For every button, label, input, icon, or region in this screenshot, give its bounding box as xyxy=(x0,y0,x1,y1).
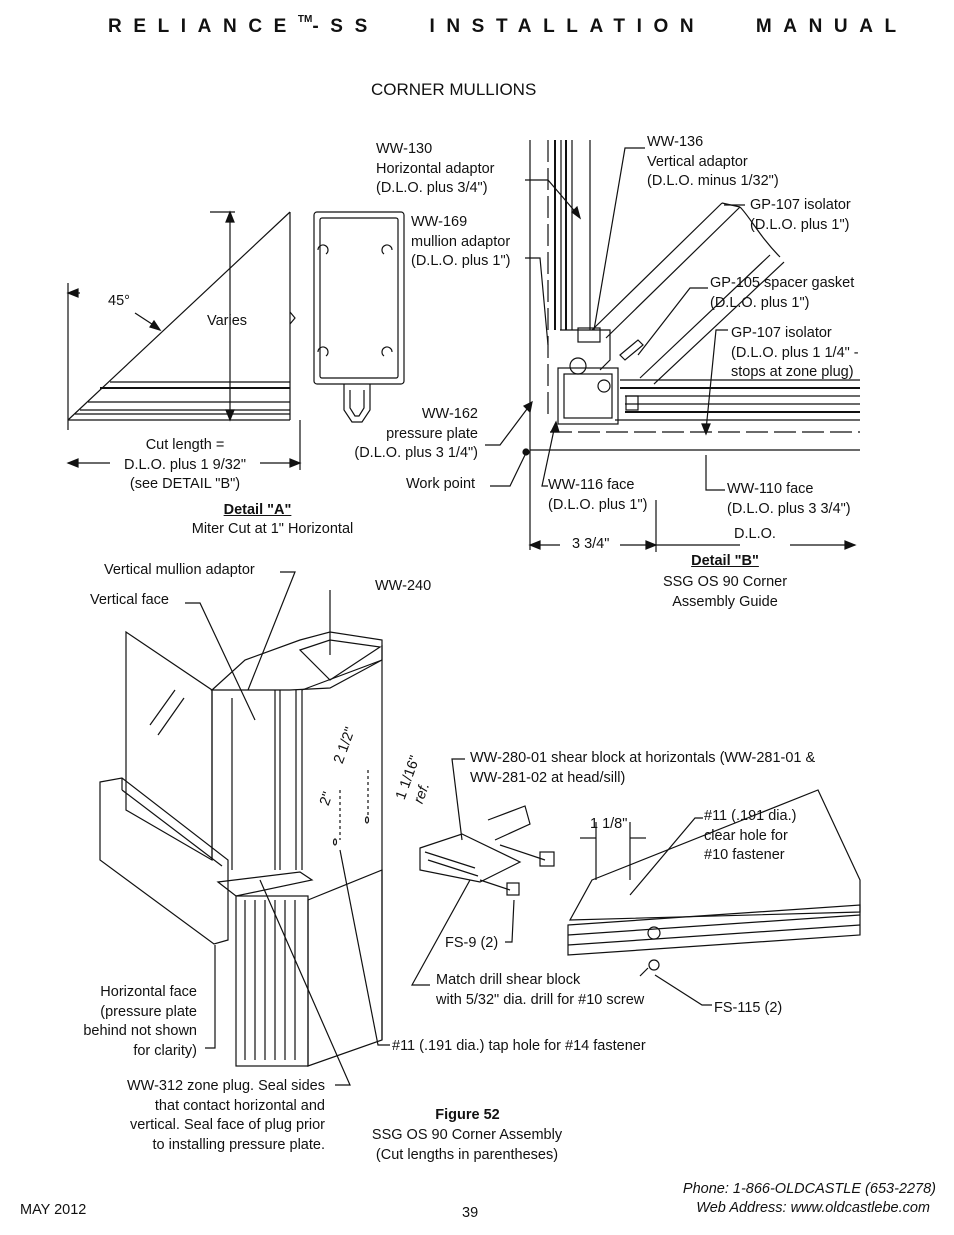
ww116-line-1: WW-116 face xyxy=(548,477,635,493)
dlo-label: D.L.O. xyxy=(734,526,776,542)
ww130-label: WW-130 Horizontal adaptor (D.L.O. plus 3… xyxy=(376,140,495,199)
zone-plug-line-2: that contact horizontal and xyxy=(154,1097,325,1114)
detail-b-subtitle-1: SSG OS 90 Corner xyxy=(662,574,788,590)
figure-caption-title: Figure 52 xyxy=(435,1107,500,1123)
clear-hole-line-1: #11 (.191 dia.) xyxy=(704,808,797,824)
ww130-line-2: Horizontal adaptor xyxy=(376,160,495,177)
detail-a-title: Detail "A" xyxy=(223,502,292,518)
fs9-label: FS-9 (2) xyxy=(445,935,499,951)
detail-b-subtitle: SSG OS 90 Corner Assembly Guide xyxy=(640,573,810,612)
horizontal-face-line-1: Horizontal face xyxy=(100,984,197,1000)
vertical-face-label: Vertical face xyxy=(90,592,169,608)
detail-a-subtitle: Miter Cut at 1" Horizontal xyxy=(191,521,354,537)
horizontal-face-line-3: behind not shown xyxy=(83,1023,197,1039)
footer-date: MAY 2012 xyxy=(20,1202,87,1218)
ww280-label: WW-280-01 shear block at horizontals (WW… xyxy=(470,749,815,788)
figure-52-drawing xyxy=(99,571,861,1086)
horizontal-face-line-4: for clarity) xyxy=(133,1042,197,1059)
trademark-mark: TM xyxy=(297,14,313,25)
ww169-line-1: WW-169 xyxy=(411,214,468,230)
ww130-line-1: WW-130 xyxy=(376,141,433,157)
work-point-label: Work point xyxy=(406,476,476,492)
ww136-label: WW-136 Vertical adaptor (D.L.O. minus 1/… xyxy=(647,133,779,192)
figure-caption: SSG OS 90 Corner Assembly (Cut lengths i… xyxy=(352,1126,582,1165)
ww162-line-1: WW-162 xyxy=(421,406,478,422)
figure-caption-line-1: SSG OS 90 Corner Assembly xyxy=(371,1127,563,1143)
tap-hole-label: #11 (.191 dia.) tap hole for #14 fastene… xyxy=(392,1038,646,1054)
horizontal-face-line-2: (pressure plate xyxy=(100,1003,197,1020)
ww136-line-2: Vertical adaptor xyxy=(647,153,748,170)
varies-label: Varies xyxy=(207,313,248,329)
ww110-label: WW-110 face (D.L.O. plus 3 3/4") xyxy=(727,480,851,519)
gp107b-line-3: stops at zone plug) xyxy=(731,364,854,380)
dim-3-3-4: 3 3/4" xyxy=(572,536,610,552)
clear-hole-line-3: #10 fastener xyxy=(704,847,785,863)
gp105-line-1: GP-105 spacer gasket xyxy=(710,275,855,291)
gp107a-line-1: GP-107 isolator xyxy=(750,197,851,213)
zone-plug-line-1: WW-312 zone plug. Seal sides xyxy=(126,1078,325,1094)
detail-b-drawing xyxy=(485,140,860,552)
figure-caption-line-2: (Cut lengths in parentheses) xyxy=(375,1146,559,1163)
section-title: CORNER MULLIONS xyxy=(371,80,537,99)
ww162-line-2: pressure plate xyxy=(386,425,478,442)
match-drill-line-1: Match drill shear block xyxy=(436,972,581,988)
ww280-line-1: WW-280-01 shear block at horizontals (WW… xyxy=(470,750,816,766)
page-number: 39 xyxy=(462,1205,479,1221)
detail-b-subtitle-2: Assembly Guide xyxy=(672,593,778,610)
dim-1-1-8: 1 1/8" xyxy=(590,816,628,832)
gp105-label: GP-105 spacer gasket (D.L.O. plus 1") xyxy=(710,274,854,313)
cut-length-label: Cut length = D.L.O. plus 1 9/32" (see DE… xyxy=(110,436,260,495)
header-brand: RELIANCE xyxy=(108,16,298,37)
cut-length-line-3: (see DETAIL "B") xyxy=(129,476,241,492)
ww116-label: WW-116 face (D.L.O. plus 1") xyxy=(548,476,647,515)
ww240-label: WW-240 xyxy=(375,578,432,594)
gp107-isolator-label: GP-107 isolator (D.L.O. plus 1") xyxy=(750,196,851,235)
ww130-line-3: (D.L.O. plus 3/4") xyxy=(376,180,488,196)
gp107a-line-2: (D.L.O. plus 1") xyxy=(750,216,850,233)
clear-hole-line-2: clear hole for xyxy=(704,827,788,844)
zone-plug-line-4: to installing pressure plate. xyxy=(152,1136,326,1153)
match-drill-line-2: with 5/32" dia. drill for #10 screw xyxy=(436,991,645,1008)
ww110-line-2: (D.L.O. plus 3 3/4") xyxy=(727,500,851,517)
gp107b-line-2: (D.L.O. plus 1 1/4" - xyxy=(731,344,859,361)
ww169-label: WW-169 mullion adaptor (D.L.O. plus 1") xyxy=(411,213,510,272)
horizontal-face-label: Horizontal face (pressure plate behind n… xyxy=(40,983,197,1061)
clear-hole-label: #11 (.191 dia.) clear hole for #10 faste… xyxy=(704,807,796,866)
ww136-line-3: (D.L.O. minus 1/32") xyxy=(647,173,779,189)
match-drill-label: Match drill shear block with 5/32" dia. … xyxy=(436,971,644,1010)
gp107b-line-1: GP-107 isolator xyxy=(731,325,832,341)
mullion-profile-drawing xyxy=(313,211,405,423)
zone-plug-label: WW-312 zone plug. Seal sides that contac… xyxy=(60,1077,325,1155)
header-rest: -SS INSTALLATION MANUAL xyxy=(312,16,908,37)
detail-a-drawing xyxy=(66,210,302,470)
ww169-line-2: mullion adaptor xyxy=(411,233,511,250)
zone-plug-line-3: vertical. Seal face of plug prior xyxy=(129,1117,325,1133)
detail-b-title: Detail "B" xyxy=(691,553,759,569)
manual-header: RELIANCETM-SS INSTALLATION MANUAL xyxy=(108,14,908,38)
footer-phone: Phone: 1-866-OLDCASTLE (653-2278) xyxy=(682,1181,936,1197)
ww110-line-1: WW-110 face xyxy=(727,481,814,497)
cut-length-line-2: D.L.O. plus 1 9/32" xyxy=(123,456,247,473)
ww136-line-1: WW-136 xyxy=(647,134,704,150)
gp107-stops-label: GP-107 isolator (D.L.O. plus 1 1/4" - st… xyxy=(731,324,859,383)
fs115-label: FS-115 (2) xyxy=(714,1000,783,1016)
ww162-line-3: (D.L.O. plus 3 1/4") xyxy=(354,445,478,461)
ww280-line-2: WW-281-02 at head/sill) xyxy=(470,769,626,786)
ww169-line-3: (D.L.O. plus 1") xyxy=(411,253,511,269)
gp105-line-2: (D.L.O. plus 1") xyxy=(710,294,810,311)
footer-web: Web Address: www.oldcastlebe.com xyxy=(696,1200,930,1216)
ww116-line-2: (D.L.O. plus 1") xyxy=(548,496,648,513)
vertical-mullion-adaptor-label: Vertical mullion adaptor xyxy=(104,562,255,578)
angle-label: 45° xyxy=(108,293,130,309)
cut-length-line-1: Cut length = xyxy=(145,437,225,453)
ww162-label: WW-162 pressure plate (D.L.O. plus 3 1/4… xyxy=(330,405,478,464)
